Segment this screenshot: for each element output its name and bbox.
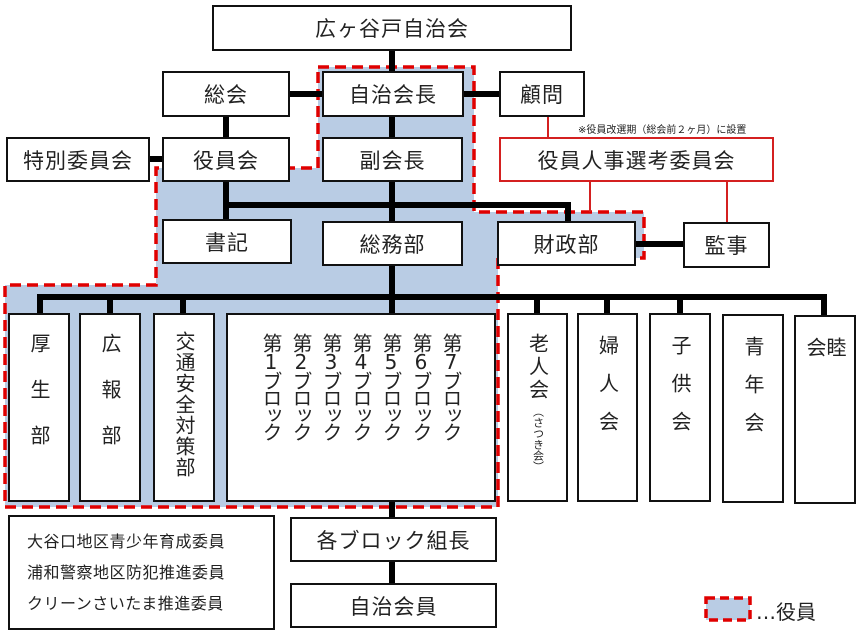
block-label: 第4ブロック [349, 333, 373, 439]
selection-committee-label: 役員人事選考委員会 [537, 148, 736, 173]
vice-chairman-box: 副会長 [322, 137, 463, 182]
chairman-box: 自治会長 [322, 71, 464, 117]
general-meeting-label: 総会 [204, 83, 248, 107]
block-label: 第5ブロック [379, 333, 403, 439]
connector-lines [37, 51, 827, 583]
special-committee-box: 特別委員会 [6, 137, 150, 182]
group-label: 青年会 [741, 336, 765, 450]
group-box: 青年会 [722, 314, 784, 503]
group-box: 老人会 （さつき会） [507, 313, 568, 502]
block-leaders-label: 各ブロック組長 [316, 528, 471, 553]
board-label: 役員会 [193, 148, 259, 173]
vice-chairman-label: 副会長 [359, 148, 426, 173]
block-label: 第2ブロック [289, 333, 313, 439]
blocks-box: 第1ブロック 第2ブロック 第3ブロック 第4ブロック 第5ブロック 第6ブロッ… [226, 313, 496, 502]
association-title: 広ヶ谷戸自治会 [315, 17, 469, 41]
auditor-label: 監事 [704, 234, 749, 258]
department-label: 交通安全対策部 [172, 331, 196, 478]
general-affairs-label: 総務部 [359, 232, 426, 257]
group-sublabel: （さつき会） [531, 406, 545, 472]
general-affairs-box: 総務部 [322, 221, 463, 266]
general-meeting-box: 総会 [162, 71, 290, 117]
committee-item: 浦和警察地区防犯推進委員 [27, 563, 226, 582]
group-box: 子供会 [649, 313, 711, 502]
members-box: 自治会員 [290, 583, 497, 628]
advisor-box: 顧問 [499, 71, 585, 117]
legend-swatch [704, 596, 752, 622]
members-label: 自治会員 [349, 594, 438, 619]
group-box: 婦人会 [577, 313, 638, 502]
selection-committee-note: ※役員改選期（総会前２ヶ月）に設置 [578, 125, 747, 136]
committee-connectors [547, 117, 728, 222]
committee-item: クリーンさいたま推進委員 [27, 594, 224, 613]
group-label: 子供会 [668, 335, 692, 449]
group-label: 睦会 [803, 337, 847, 425]
selection-committee-box: 役員人事選考委員会 [499, 137, 774, 182]
finance-box: 財政部 [497, 221, 636, 266]
department-box: 交通安全対策部 [153, 313, 215, 502]
committees-box: 大谷口地区青少年育成委員 浦和警察地区防犯推進委員 クリーンさいたま推進委員 [8, 515, 275, 630]
department-label: 厚生部 [27, 333, 51, 471]
advisor-label: 顧問 [520, 83, 564, 107]
auditor-box: 監事 [683, 222, 770, 268]
special-committee-label: 特別委員会 [23, 148, 133, 173]
chairman-label: 自治会長 [349, 83, 437, 107]
group-label: 老人会 [525, 333, 550, 402]
group-label: 婦人会 [595, 335, 620, 449]
department-box: 厚生部 [8, 313, 70, 502]
group-box: 睦会 [794, 315, 856, 504]
committee-item: 大谷口地区青少年育成委員 [27, 532, 226, 551]
block-label: 第6ブロック [409, 333, 433, 439]
block-label: 第7ブロック [439, 333, 463, 439]
block-label: 第1ブロック [259, 333, 283, 439]
block-leaders-box: 各ブロック組長 [290, 517, 497, 562]
finance-label: 財政部 [533, 232, 600, 257]
legend-label: …役員 [756, 600, 816, 624]
department-label: 広報部 [98, 333, 122, 471]
department-box: 広報部 [79, 313, 141, 502]
association-title-box: 広ヶ谷戸自治会 [212, 5, 572, 51]
board-box: 役員会 [162, 137, 290, 182]
secretary-box: 書記 [162, 219, 292, 264]
block-label: 第3ブロック [319, 333, 343, 439]
secretary-label: 書記 [205, 230, 249, 255]
